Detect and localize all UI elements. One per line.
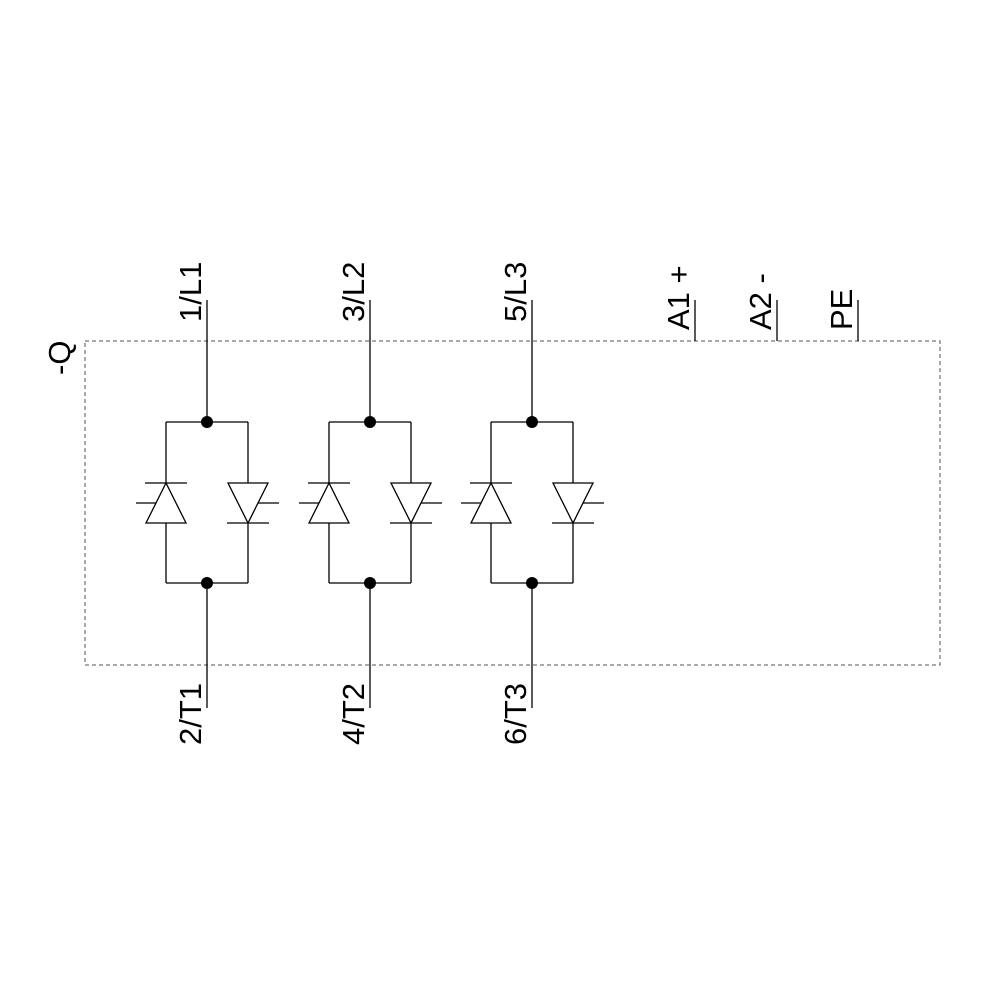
thyristor-pair-2: 3/L2 4/T2 [299,262,442,745]
junction-dot [201,577,213,589]
terminal-label-bottom: 4/T2 [336,683,371,745]
thyristor-pair-3: 5/L3 6/T3 [461,262,604,745]
device-label: -Q [42,341,77,375]
junction-dot [364,577,376,589]
junction-dot [526,416,538,428]
terminal-label-top: 1/L1 [173,262,208,322]
control-terminal-label: A1 + [661,265,696,330]
control-terminal-label: A2 - [743,273,778,330]
terminal-label-bottom: 6/T3 [498,683,533,745]
terminal-label-top: 5/L3 [498,262,533,322]
junction-dot [526,577,538,589]
junction-dot [201,416,213,428]
control-terminal-2: A2 - [743,273,778,341]
thyristor-pair-1: 1/L1 2/T1 [136,262,279,745]
junction-dot [364,416,376,428]
control-terminal-3: PE [824,289,859,341]
terminal-label-bottom: 2/T1 [173,683,208,745]
control-terminal-label: PE [824,289,859,330]
control-terminal-1: A1 + [661,265,696,341]
terminal-label-top: 3/L2 [336,262,371,322]
device-boundary [84,340,941,666]
